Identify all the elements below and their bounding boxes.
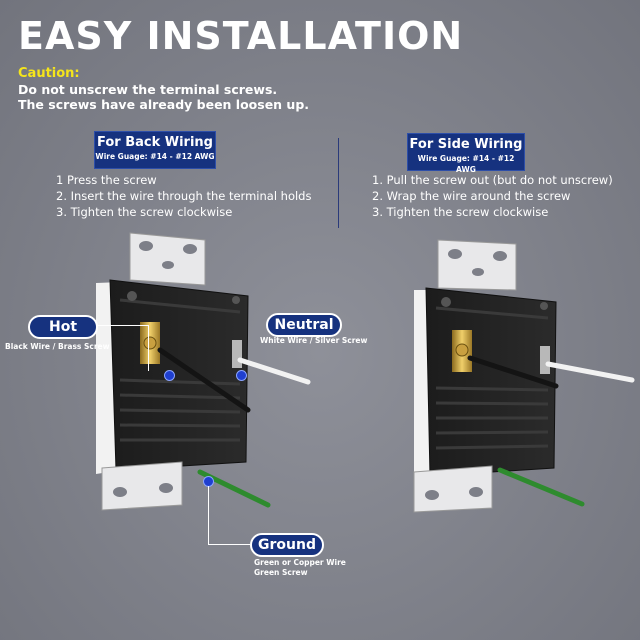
caution-line-1: Do not unscrew the terminal screws. xyxy=(18,82,278,97)
hot-terminal-dot xyxy=(164,370,175,381)
hot-wire xyxy=(157,347,251,413)
ground-note-1: Green or Copper Wire xyxy=(254,558,346,567)
neutral-wire xyxy=(237,357,311,385)
side-step-2: 2. Wrap the wire around the screw xyxy=(372,189,571,203)
right-top-strap xyxy=(437,239,517,291)
hot-label: Hot xyxy=(28,315,98,339)
back-wiring-gauge: Wire Guage: #14 - #12 AWG xyxy=(95,152,215,161)
back-wiring-badge: For Back Wiring Wire Guage: #14 - #12 AW… xyxy=(94,131,216,169)
caution-label: Caution: xyxy=(18,66,80,81)
hot-leader-line xyxy=(96,325,148,326)
back-step-2: 2. Insert the wire through the terminal … xyxy=(56,189,312,203)
back-step-1: 1 Press the screw xyxy=(56,173,157,187)
side-step-1: 1. Pull the screw out (but do not unscre… xyxy=(372,173,613,187)
neutral-label: Neutral xyxy=(266,313,342,337)
back-step-3: 3. Tighten the screw clockwise xyxy=(56,205,233,219)
side-wiring-gauge: Wire Guage: #14 - #12 AWG xyxy=(417,154,515,174)
neutral-terminal-dot xyxy=(236,370,247,381)
back-wiring-steps: 1 Press the screw 2. Insert the wire thr… xyxy=(56,172,311,220)
left-bottom-strap xyxy=(101,461,183,511)
hot-note: Black Wire / Brass Screw xyxy=(5,342,110,351)
back-wiring-title: For Back Wiring xyxy=(96,135,213,150)
side-wiring-steps: 1. Pull the screw out (but do not unscre… xyxy=(372,172,613,220)
ground-leader-line xyxy=(208,544,250,545)
section-divider xyxy=(338,138,339,228)
neutral-note: White Wire / Silver Screw xyxy=(260,336,368,345)
right-bottom-strap xyxy=(413,465,493,513)
side-wiring-title: For Side Wiring xyxy=(409,137,523,152)
ground-note-2: Green Screw xyxy=(254,568,308,577)
side-wiring-badge: For Side Wiring Wire Guage: #14 - #12 AW… xyxy=(407,133,525,174)
page-title: EASY INSTALLATION xyxy=(18,14,464,58)
ground-label: Ground xyxy=(250,533,324,557)
caution-line-2: The screws have already been loosen up. xyxy=(18,97,310,112)
left-top-strap xyxy=(129,232,206,286)
side-step-3: 3. Tighten the screw clockwise xyxy=(372,205,549,219)
